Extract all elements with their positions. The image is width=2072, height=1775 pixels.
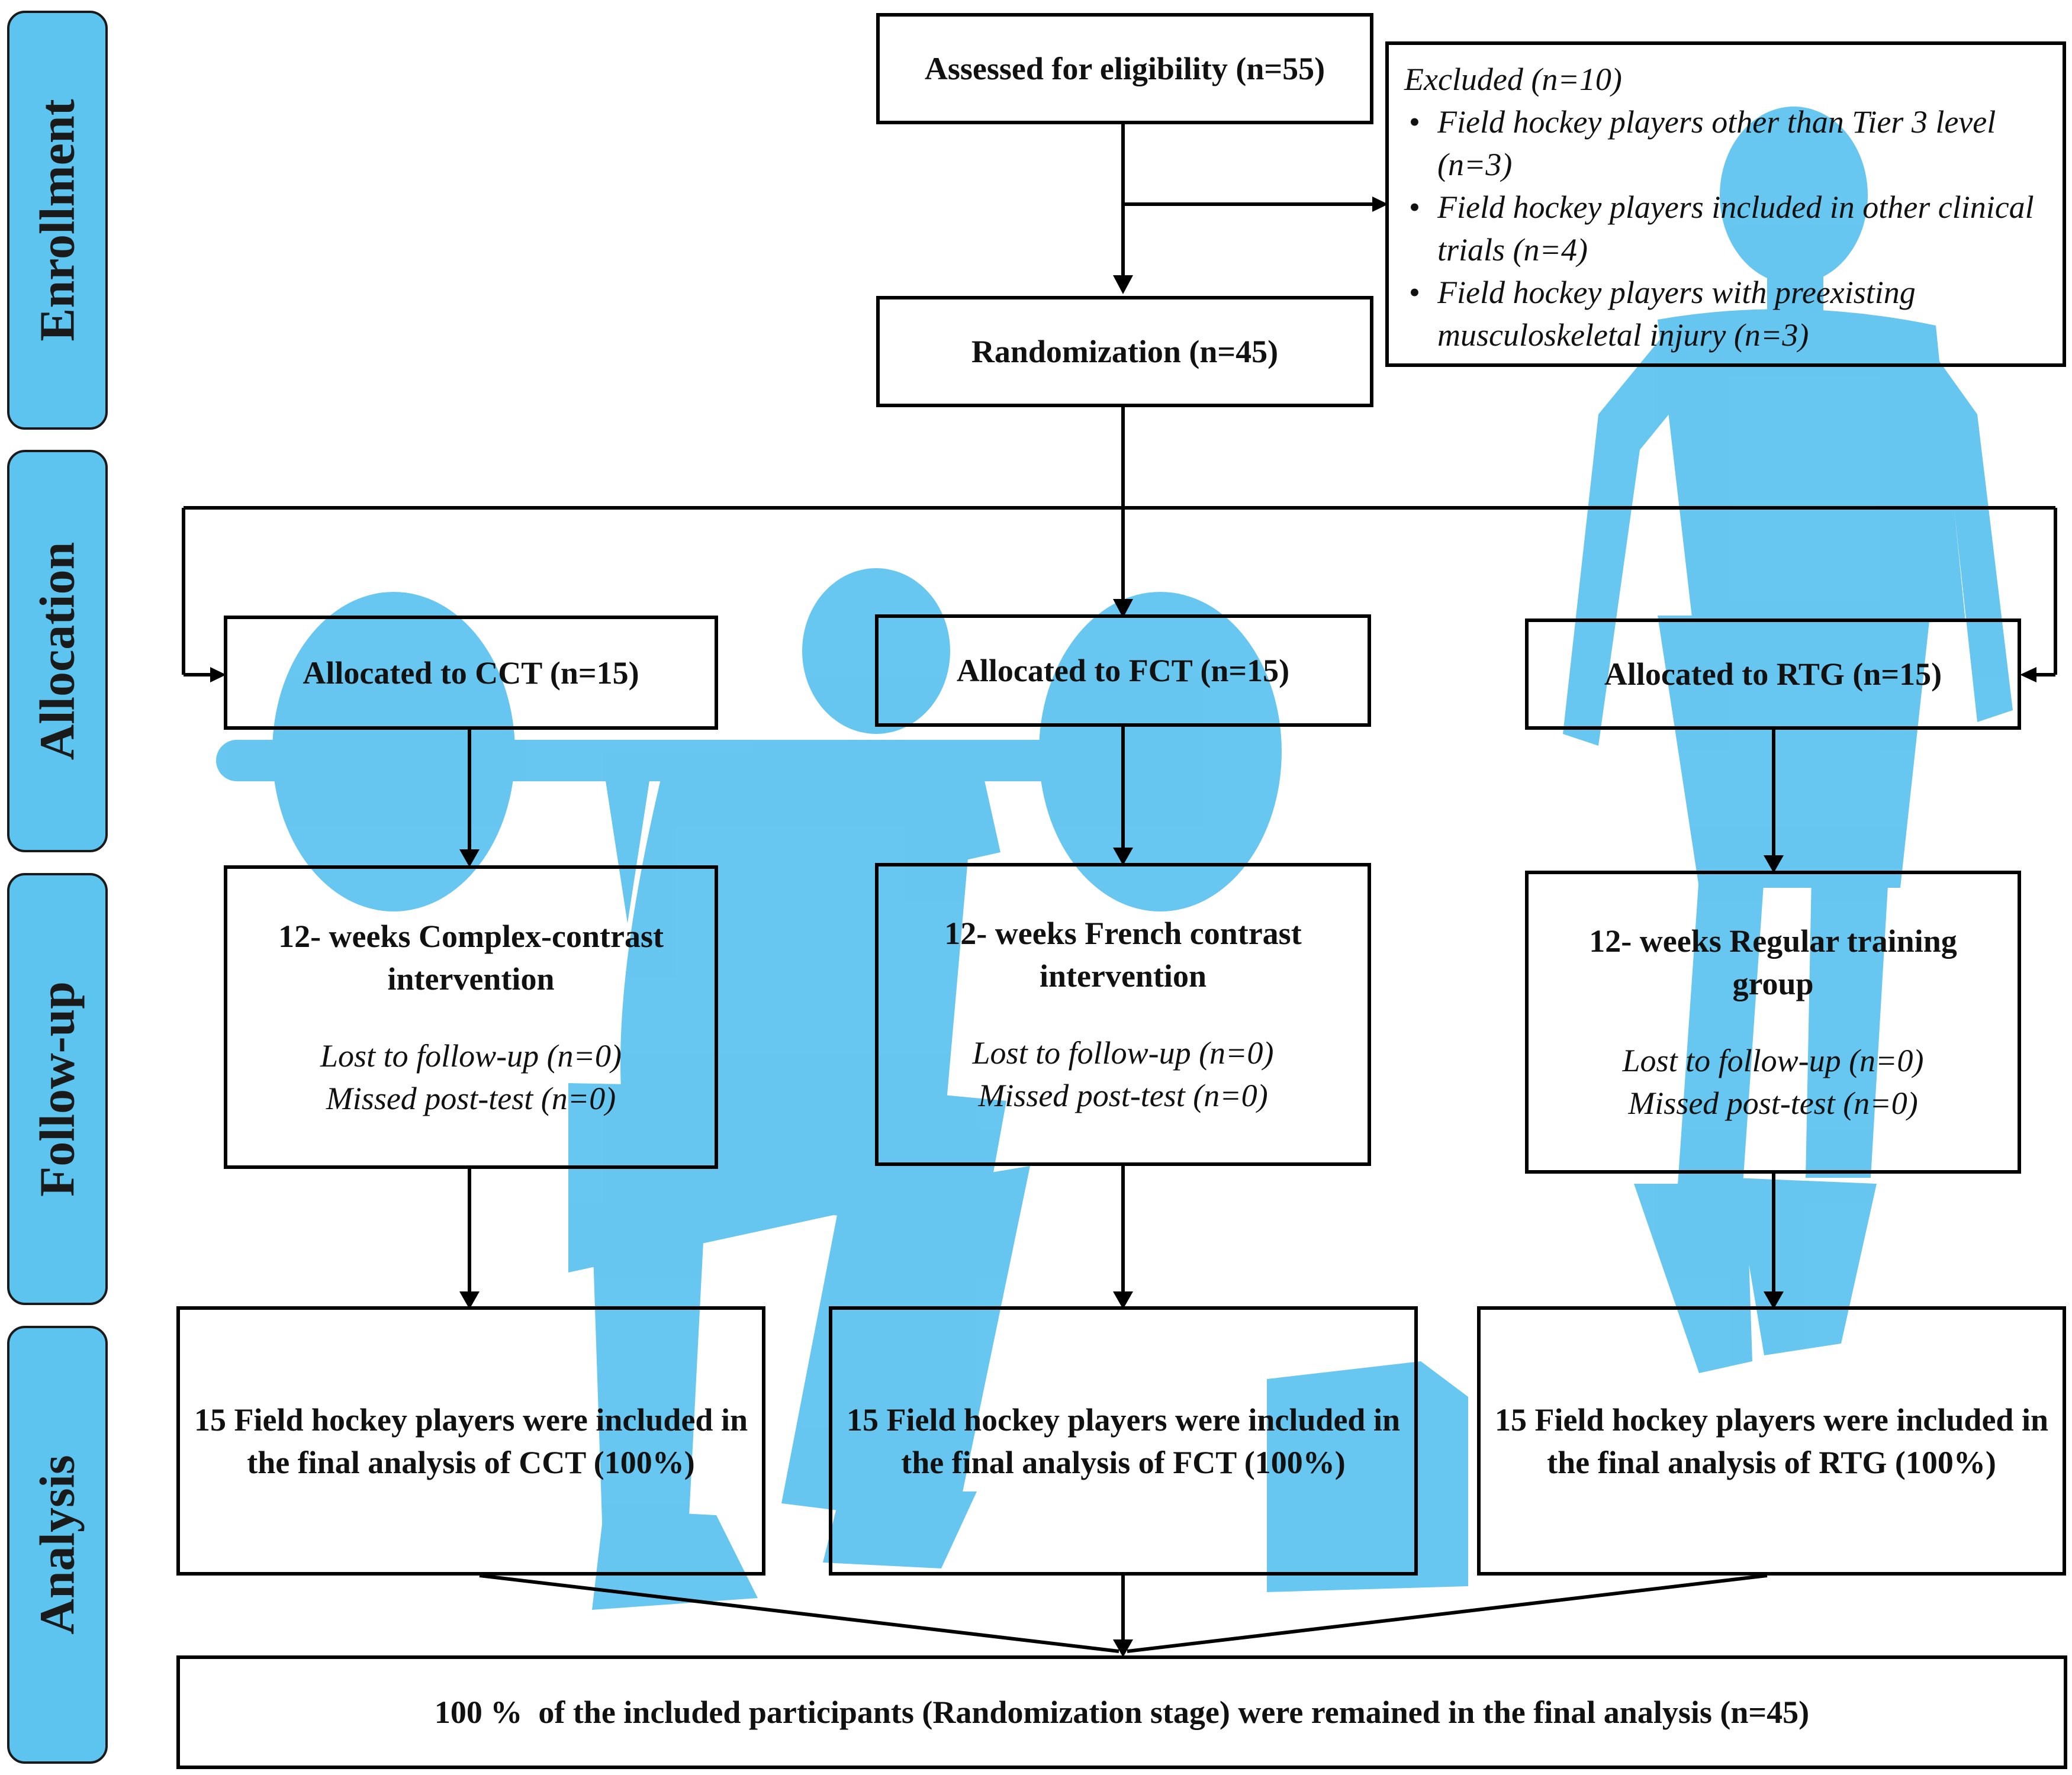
excluded-box: Excluded (n=10) Field hockey players oth…	[1385, 41, 2066, 367]
allocation-rtg-box: Allocated to RTG (n=15)	[1525, 618, 2021, 730]
followup-fct-title: 12- weeks French contrast intervention	[944, 916, 1302, 994]
randomization-text: Randomization (n=45)	[971, 334, 1279, 369]
stage-tab-follow-up: Follow-up	[7, 873, 108, 1305]
stage-label-enrollment: Enrollment	[30, 99, 85, 342]
plyo-box-shape	[1267, 1361, 1468, 1592]
followup-cct-box: 12- weeks Complex-contrast intervention …	[224, 865, 718, 1169]
stage-label-follow-up: Follow-up	[30, 981, 85, 1197]
allocation-cct-text: Allocated to CCT (n=15)	[303, 655, 639, 691]
analysis-cct-box: 15 Field hockey players were included in…	[176, 1306, 765, 1576]
stage-tab-analysis: Analysis	[7, 1326, 108, 1764]
excluded-item: Field hockey players included in other c…	[1404, 186, 2051, 271]
allocation-cct-box: Allocated to CCT (n=15)	[224, 616, 718, 730]
followup-rtg-missed: Missed post-test (n=0)	[1628, 1085, 1918, 1121]
jumping-athlete-figure	[1563, 107, 2013, 1373]
followup-cct-missed: Missed post-test (n=0)	[326, 1080, 616, 1116]
assessed-box: Assessed for eligibility (n=55)	[876, 13, 1373, 124]
allocation-rtg-text: Allocated to RTG (n=15)	[1604, 656, 1942, 692]
allocation-fct-text: Allocated to FCT (n=15)	[956, 653, 1290, 688]
followup-fct-box: 12- weeks French contrast intervention L…	[875, 863, 1371, 1166]
followup-cct-lost: Lost to follow-up (n=0)	[320, 1038, 622, 1074]
stage-label-analysis: Analysis	[30, 1455, 85, 1635]
analysis-rtg-box: 15 Field hockey players were included in…	[1477, 1306, 2066, 1576]
excluded-item: Field hockey players other than Tier 3 l…	[1404, 101, 2051, 186]
analysis-fct-box: 15 Field hockey players were included in…	[829, 1306, 1418, 1576]
stage-label-allocation: Allocation	[30, 542, 85, 761]
followup-fct-missed: Missed post-test (n=0)	[978, 1078, 1268, 1113]
analysis-fct-text: 15 Field hockey players were included in…	[846, 1402, 1400, 1480]
excluded-item: Field hockey players with preexisting mu…	[1404, 271, 2051, 356]
analysis-rtg-text: 15 Field hockey players were included in…	[1494, 1402, 2048, 1480]
randomization-box: Randomization (n=45)	[876, 296, 1373, 407]
final-summary-box: 100 % of the included participants (Rand…	[176, 1655, 2067, 1769]
stage-tab-allocation: Allocation	[7, 450, 108, 852]
followup-rtg-title: 12- weeks Regular training group	[1589, 923, 1957, 1001]
assessed-text: Assessed for eligibility (n=55)	[924, 51, 1325, 86]
followup-rtg-lost: Lost to follow-up (n=0)	[1622, 1043, 1924, 1078]
arrowheads	[210, 196, 2036, 1657]
allocation-fct-box: Allocated to FCT (n=15)	[875, 614, 1371, 727]
analysis-cct-text: 15 Field hockey players were included in…	[194, 1402, 748, 1480]
excluded-list: Field hockey players other than Tier 3 l…	[1404, 101, 2051, 356]
excluded-title: Excluded (n=10)	[1404, 62, 1622, 97]
followup-rtg-box: 12- weeks Regular training group Lost to…	[1525, 871, 2021, 1174]
followup-cct-title: 12- weeks Complex-contrast intervention	[278, 918, 664, 997]
followup-fct-lost: Lost to follow-up (n=0)	[972, 1035, 1274, 1071]
final-summary-text: 100 % of the included participants (Rand…	[434, 1695, 1810, 1730]
flow-connectors	[182, 124, 2057, 1653]
stage-tab-enrollment: Enrollment	[7, 11, 108, 430]
